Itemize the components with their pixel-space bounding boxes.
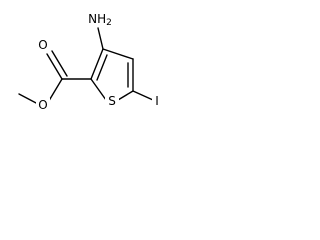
iodine-label: I — [155, 94, 159, 108]
bond-c5-i — [132, 90, 154, 101]
carbonyl-oxygen-label: O — [38, 38, 47, 52]
sulfur-label: S — [108, 94, 116, 108]
bond-s-c2 — [90, 78, 107, 101]
bond-c3-n — [97, 27, 104, 50]
bond-carbonyl-o-double-2 — [51, 50, 68, 77]
bond-c2-c3 — [90, 48, 104, 80]
bond-c3-c4 — [102, 48, 134, 60]
ester-oxygen-label: O — [38, 98, 47, 112]
amino-label: NH2 — [88, 12, 112, 28]
atom-labels: NH2 S I O O — [36, 12, 162, 112]
bond-carbonyl-o-double-1 — [46, 53, 63, 80]
chemical-structure: NH2 S I O O — [18, 12, 162, 112]
bond-oester-methyl — [18, 93, 39, 105]
bond-c5-s — [117, 90, 134, 101]
bond-c2-c3-inner — [96, 54, 108, 81]
